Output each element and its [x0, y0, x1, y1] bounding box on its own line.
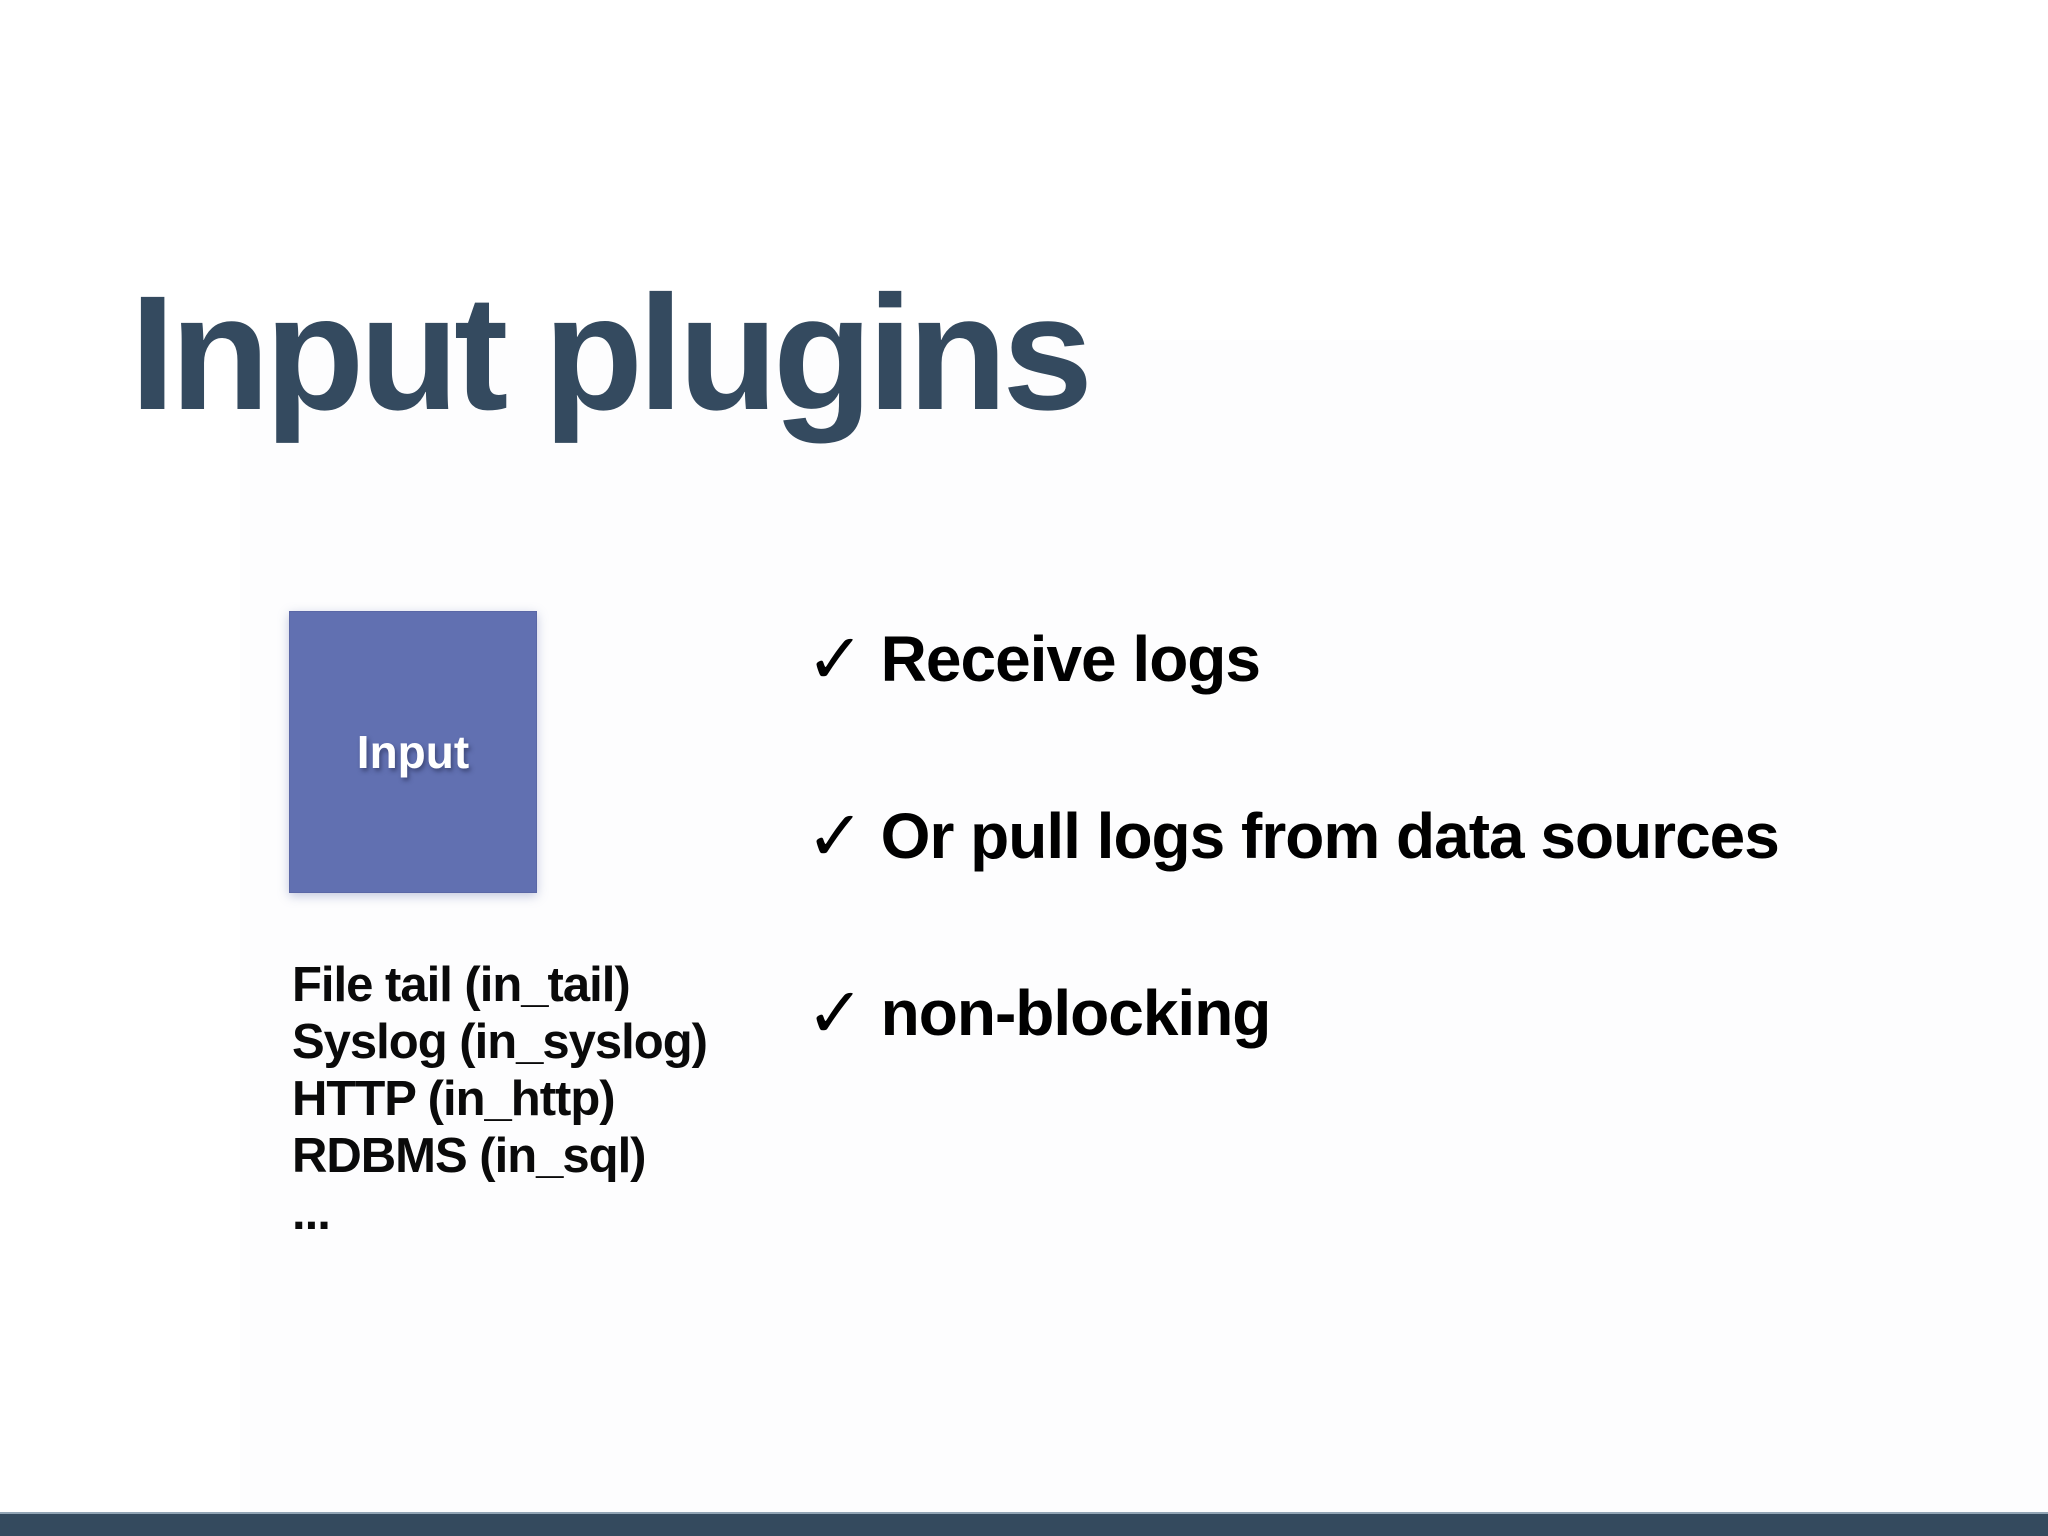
plugin-list-item: RDBMS (in_sql) — [292, 1129, 646, 1183]
plugin-list-item: ... — [292, 1186, 331, 1240]
plugin-list-item: Syslog (in_syslog) — [292, 1015, 708, 1069]
bullet-item: ✓ non-blocking — [806, 972, 1272, 1054]
input-box-label: Input — [356, 726, 470, 778]
bullet-text: Or pull logs from data sources — [880, 800, 1780, 872]
bullet-item: ✓ Or pull logs from data sources — [806, 795, 1780, 877]
plugin-list-item: File tail (in_tail) — [292, 958, 631, 1012]
checkmark-icon: ✓ — [806, 795, 865, 877]
checkmark-icon: ✓ — [806, 618, 865, 700]
checkmark-icon: ✓ — [806, 972, 865, 1054]
bullet-text: non-blocking — [880, 977, 1272, 1049]
content-panel — [240, 340, 2048, 1514]
plugin-list: File tail (in_tail) Syslog (in_syslog) H… — [292, 957, 708, 1242]
footer-bar — [0, 1512, 2048, 1536]
bullet-text: Receive logs — [880, 623, 1261, 695]
bullet-item: ✓ Receive logs — [806, 618, 1261, 700]
plugin-list-item: HTTP (in_http) — [292, 1072, 616, 1126]
input-plugin-box: Input — [289, 611, 537, 893]
slide-title: Input plugins — [130, 261, 1093, 445]
